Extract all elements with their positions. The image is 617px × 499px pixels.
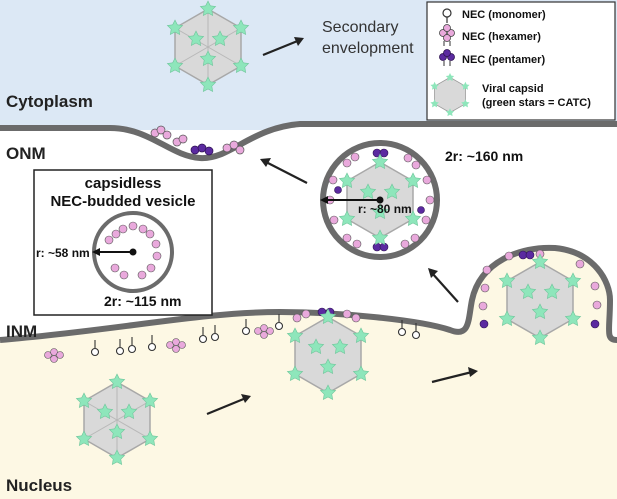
legend-nec-pentamer: NEC (pentamer) (462, 54, 546, 66)
nucleus-label: Nucleus (6, 476, 73, 495)
cytoplasm-label: Cytoplasm (6, 92, 93, 111)
nec-hexamer-icon (439, 24, 455, 46)
legend-nec-monomer: NEC (monomer) (462, 9, 546, 21)
arrow-secondary-envelopment (262, 37, 304, 57)
capsidless-radius-label: r: ~58 nm (36, 246, 90, 260)
nec-monomer-icon (442, 8, 452, 23)
cytoplasm-capsid (166, 0, 250, 92)
onm-membrane (0, 121, 617, 162)
secondary-envelopment-label: Secondary envelopment (322, 17, 414, 59)
capsidless-vesicle (92, 211, 174, 293)
arrow-nucleus-2 (431, 367, 478, 384)
arrow-to-vesicle (428, 268, 459, 303)
onm-nec-coat (150, 125, 245, 156)
legend-nec-hexamer: NEC (hexamer) (462, 31, 541, 43)
budded-radius-label: r: ~80 nm (358, 202, 412, 216)
secondary-envelopment-line2: envelopment (322, 40, 414, 57)
enveloped-capsid-vesicle (320, 140, 440, 260)
legend-viral-capsid: Viral capsid (482, 83, 544, 95)
capsidless-vesicle-title: capsidless NEC-budded vesicle (23, 175, 223, 211)
inm-nec-hexamers (44, 324, 274, 363)
legend-viral-capsid-note: (green stars = CATC) (482, 97, 591, 109)
capsidless-title-line1: capsidless (84, 175, 162, 192)
capsidless-title-line2: NEC-budded vesicle (50, 193, 196, 210)
secondary-envelopment-line1: Secondary (322, 19, 399, 36)
capsidless-diameter-label: 2r: ~115 nm (104, 293, 182, 309)
onm-label: ONM (6, 144, 46, 163)
inm-membrane (0, 244, 617, 343)
inm-nec-monomers (90, 314, 421, 357)
arrow-to-onm (260, 158, 308, 184)
nucleus-capsid (75, 373, 159, 465)
arrow-nucleus-1 (206, 394, 251, 416)
inm-bud-capsid (478, 249, 602, 345)
inm-budding-capsid (286, 307, 370, 400)
budded-diameter-label: 2r: ~160 nm (445, 148, 524, 164)
inm-label: INM (6, 322, 38, 341)
nec-pentamer-icon (439, 49, 455, 66)
viral-capsid-icon (430, 73, 470, 117)
